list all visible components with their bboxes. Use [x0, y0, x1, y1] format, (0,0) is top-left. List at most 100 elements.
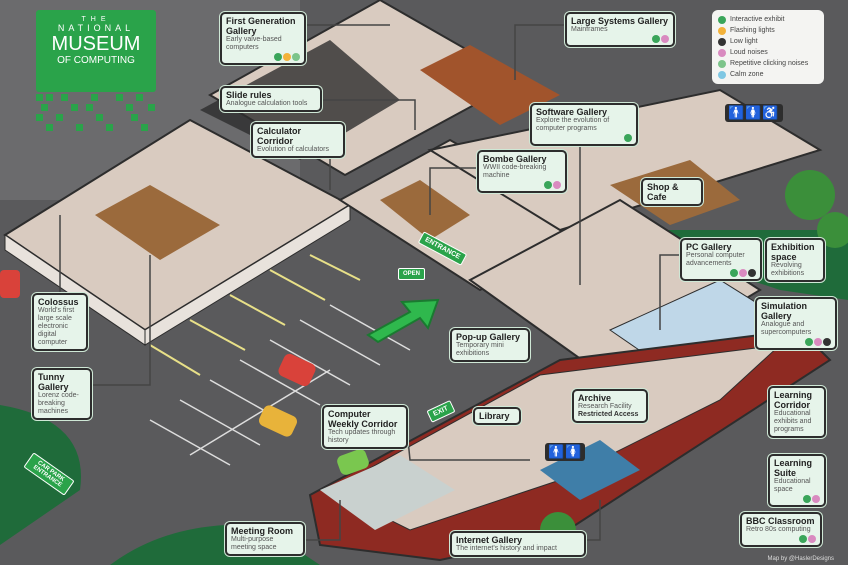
entrance-arrow-icon: [366, 298, 440, 344]
loud-icon: [553, 181, 561, 189]
yellow-car: [259, 405, 297, 437]
label-title: Internet Gallery: [456, 535, 523, 545]
logo-pixels: [36, 94, 155, 131]
calm-icon: [718, 70, 726, 79]
label-title: First Generation Gallery: [226, 16, 296, 36]
tree-icon: [785, 170, 835, 220]
label-title: Software Gallery: [536, 107, 608, 117]
legend-label: Low light: [730, 38, 758, 45]
loud-icon: [718, 48, 726, 57]
label-title: Calculator Corridor: [257, 126, 302, 146]
large-systems-floor: [420, 45, 560, 125]
label-desc: Mainframes: [571, 26, 608, 33]
label-desc: World's first large scale electronic dig…: [38, 307, 75, 346]
label-desc: Tech updates through history: [328, 429, 396, 444]
label-desc: Temporary mini exhibitions: [456, 342, 504, 357]
label-desc: Educational exhibits and programs: [774, 410, 812, 433]
flashing-icon: [283, 53, 291, 61]
label-title: Archive: [578, 393, 612, 403]
loud-icon: [812, 495, 820, 503]
label-library[interactable]: Library: [473, 407, 521, 425]
legend: Interactive exhibit Flashing lights Low …: [712, 10, 824, 84]
parking-disabled-bays: [149, 254, 361, 376]
interactive-icon: [718, 15, 726, 24]
label-title: Colossus: [38, 297, 79, 307]
internet-floor: [540, 440, 640, 500]
label-desc: Analogue calculation tools: [226, 100, 308, 107]
label-desc: Evolution of calculators: [257, 146, 329, 153]
loud-icon: [808, 535, 816, 543]
label-desc: The internet's history and impact: [456, 545, 557, 552]
tree-icon: [817, 212, 848, 248]
label-title: Meeting Room: [231, 526, 293, 536]
legend-label: Loud noises: [730, 49, 768, 56]
legend-item: Interactive exhibit: [718, 14, 818, 25]
label-desc: Analogue and supercomputers: [761, 321, 812, 336]
label-title: Large Systems Gallery: [571, 16, 669, 26]
logo-line: MUSEUM: [51, 33, 141, 55]
low-light-icon: [748, 269, 756, 277]
legend-item: Calm zone: [718, 69, 818, 80]
label-title: Computer Weekly Corridor: [328, 409, 398, 429]
loud-icon: [814, 338, 822, 346]
flashing-icon: [718, 26, 726, 35]
legend-item: Loud noises: [718, 47, 818, 58]
clicking-icon: [292, 53, 300, 61]
label-title: Slide rules: [226, 90, 272, 100]
label-title: Shop & Cafe: [647, 182, 679, 202]
interactive-icon: [544, 181, 552, 189]
label-desc: Personal computer advancements: [686, 252, 745, 267]
legend-item: Flashing lights: [718, 25, 818, 36]
red-van: [0, 270, 20, 298]
label-desc: Retro 80s computing: [746, 526, 811, 533]
label-desc: Revolving exhibitions: [771, 262, 805, 277]
map-credit: Map by @HaslerDesigns: [767, 556, 834, 562]
label-desc: Multi-purpose meeting space: [231, 536, 277, 551]
loud-icon: [739, 269, 747, 277]
logo-line: NATIONAL: [57, 23, 135, 33]
museum-logo: THE NATIONAL MUSEUM OF COMPUTING: [36, 10, 156, 92]
wall: [144, 204, 351, 346]
label-desc: Early valve-based computers: [226, 36, 282, 51]
bombe-floor: [380, 180, 470, 240]
label-title: Simulation Gallery: [761, 301, 808, 321]
legend-item: Low light: [718, 36, 818, 47]
green-car: [337, 449, 369, 475]
legend-label: Interactive exhibit: [730, 16, 785, 23]
interactive-icon: [805, 338, 813, 346]
label-desc: Lorenz code-breaking machines: [38, 392, 79, 415]
label-desc: Research Facility: [578, 403, 632, 410]
label-title: BBC Classroom: [746, 516, 815, 526]
interactive-icon: [803, 495, 811, 503]
label-title: Exhibition space: [771, 242, 815, 262]
interactive-icon: [652, 35, 660, 43]
label-note: Restricted Access: [578, 411, 639, 418]
logo-line: THE: [81, 16, 111, 23]
loud-icon: [661, 35, 669, 43]
clicking-icon: [718, 59, 726, 68]
interactive-icon: [730, 269, 738, 277]
label-title: Learning Corridor: [774, 390, 813, 410]
toilets-icon: 🚹🚺: [545, 443, 586, 461]
label-shop-cafe[interactable]: Shop & Cafe: [641, 178, 703, 206]
label-title: Tunny Gallery: [38, 372, 69, 392]
